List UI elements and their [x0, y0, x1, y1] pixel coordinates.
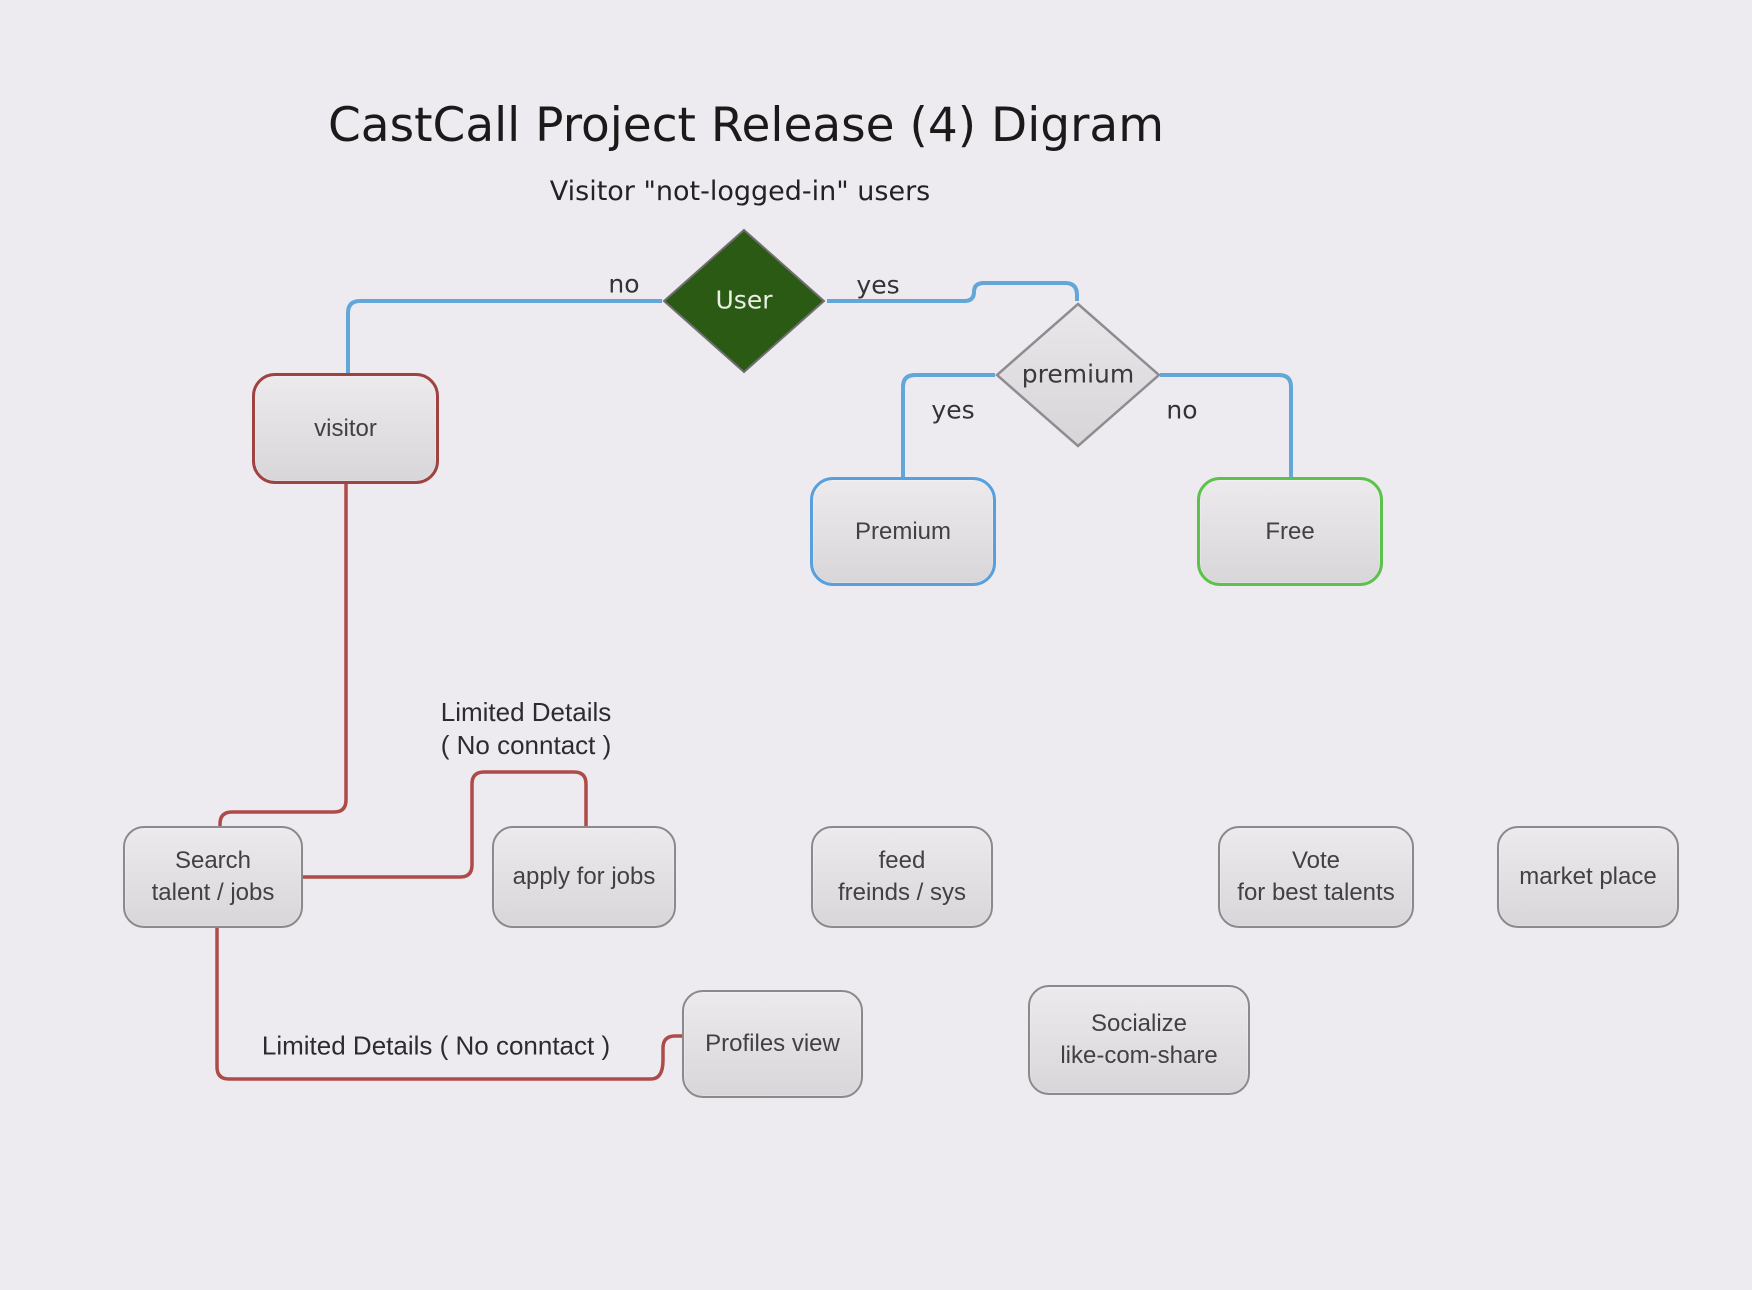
node-premium-plan-label: Premium	[854, 517, 951, 545]
node-search-talent-jobs[interactable]: Search talent / jobs	[123, 826, 303, 928]
node-profiles-label: Profiles view	[705, 1030, 840, 1057]
node-vote-label: Vote for best talents	[1237, 847, 1395, 906]
premium-diamond-shape	[995, 302, 1161, 448]
node-apply-label: apply for jobs	[512, 863, 656, 890]
node-market-place[interactable]: market place	[1497, 826, 1679, 928]
node-free-plan[interactable]: Free	[1197, 477, 1383, 586]
edge-label-user-yes: yes	[856, 270, 900, 300]
node-free-plan-label: Free	[1265, 517, 1315, 545]
user-diamond-shape	[662, 228, 826, 374]
edge-label-user-no: no	[608, 269, 640, 299]
red-edges	[215, 483, 683, 1081]
node-vote-best-talents[interactable]: Vote for best talents	[1218, 826, 1414, 928]
edge-label-premium-yes: yes	[931, 395, 975, 425]
node-socialize[interactable]: Socialize like-com-share	[1028, 985, 1250, 1095]
edge-label-premium-no: no	[1166, 395, 1198, 425]
node-market-label: market place	[1519, 863, 1657, 890]
annotation-limited-details-top: Limited Details ( No conntact )	[440, 697, 612, 760]
annotation-limited-details-bottom: Limited Details ( No conntact )	[261, 1030, 611, 1061]
node-visitor-label: visitor	[314, 414, 377, 442]
decision-user-label: User	[715, 285, 773, 315]
node-apply-for-jobs[interactable]: apply for jobs	[492, 826, 676, 928]
node-feed-friends-sys[interactable]: feed freinds / sys	[811, 826, 993, 928]
node-feed-label: feed freinds / sys	[837, 847, 967, 906]
decision-premium-label: premium	[1021, 359, 1135, 389]
page-subtitle: Visitor "not-logged-in" users	[549, 176, 931, 207]
node-profiles-view[interactable]: Profiles view	[682, 990, 863, 1098]
page-title: CastCall Project Release (4) Digram	[327, 98, 1165, 153]
blue-edges	[346, 281, 1293, 478]
node-visitor[interactable]: visitor	[252, 373, 439, 484]
decision-user[interactable]: User	[662, 228, 826, 374]
edge-premium-yes-to-premium-box	[901, 373, 995, 478]
edge-premium-no-to-free-box	[1160, 373, 1293, 478]
node-socialize-label: Socialize like-com-share	[1060, 1010, 1218, 1069]
edge-visitor-to-search	[218, 483, 348, 827]
edge-user-no-to-visitor	[346, 299, 662, 374]
node-search-label: Search talent / jobs	[151, 847, 275, 906]
node-premium-plan[interactable]: Premium	[810, 477, 996, 586]
decision-premium[interactable]: premium	[995, 302, 1161, 448]
